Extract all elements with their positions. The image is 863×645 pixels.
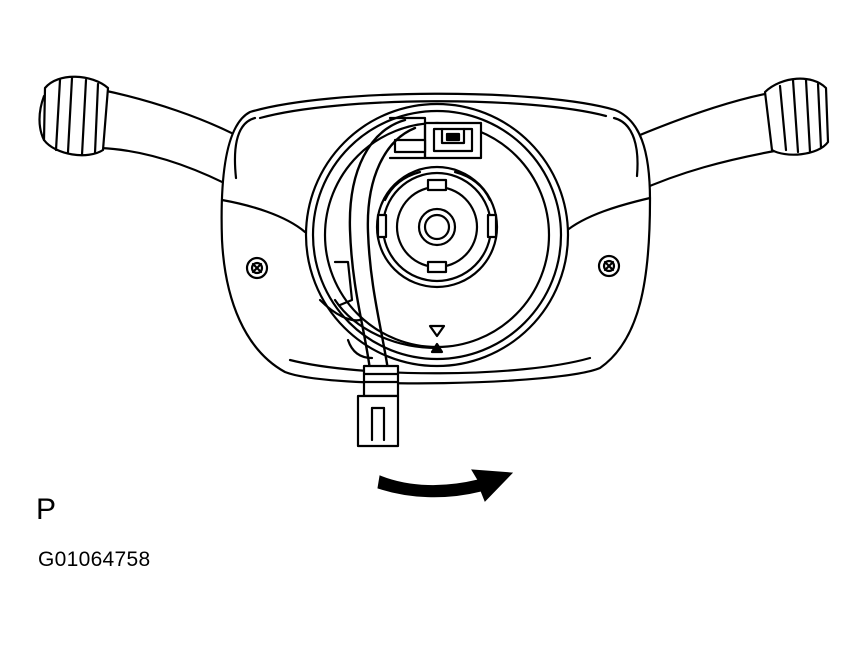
- view-letter-label: P: [36, 493, 57, 526]
- left-switch-lever: [40, 77, 246, 190]
- curved-arrow-right-icon: [378, 470, 512, 501]
- upper-connector: [390, 118, 481, 158]
- cable-hub: [377, 167, 497, 287]
- alignment-mark-icon: [430, 326, 444, 352]
- right-switch-lever: [628, 79, 828, 192]
- left-screw-icon: [247, 258, 267, 278]
- right-screw-icon: [599, 256, 619, 276]
- graphic-id-label: G01064758: [38, 548, 151, 571]
- lower-connector: [358, 366, 398, 446]
- wire-harness: [320, 120, 415, 370]
